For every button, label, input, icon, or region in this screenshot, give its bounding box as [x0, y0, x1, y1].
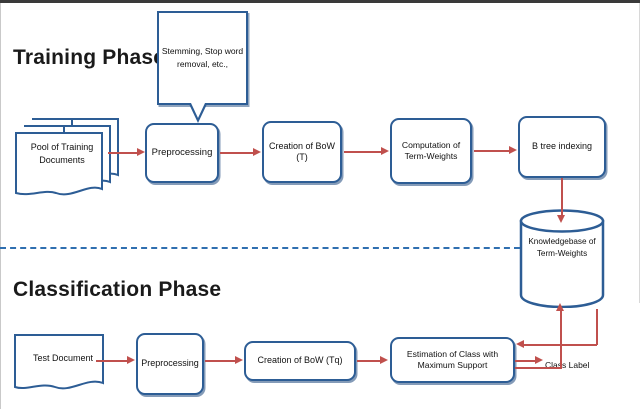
edge-preprocessing-to-bow-arrowhead	[253, 148, 261, 156]
preprocessing-training-box: Preprocessing	[145, 123, 219, 183]
preprocessing-classification-box: Preprocessing	[136, 333, 204, 395]
creation-of-bow-t-label: Creation of BoW (T)	[268, 140, 336, 162]
edge-btree-to-knowledgebase-arrowhead	[557, 215, 565, 223]
edge-knowledgebase-to-estimation-arrowhead	[516, 340, 524, 348]
test-document-label: Test Document	[32, 353, 94, 363]
pool-of-training-documents-label: Pool of Training Documents	[30, 142, 94, 166]
canvas-left-edge	[0, 3, 1, 409]
creation-of-bow-t-box: Creation of BoW (T)	[262, 121, 342, 183]
computation-of-term-weights-box: Computation of Term-Weights	[390, 118, 472, 184]
edge-computation-to-btree-arrowhead	[509, 146, 517, 154]
classification-phase-title: Classification Phase	[13, 278, 222, 301]
edge-preprocessing-to-bow	[220, 152, 254, 154]
estimation-of-class-box: Estimation of Class with Maximum Support	[390, 337, 515, 383]
edge-preprocessing-to-bowtq-arrowhead	[235, 356, 243, 364]
phase-divider	[0, 247, 520, 249]
edge-testdoc-to-preprocessing	[96, 360, 129, 362]
edge-estimation-to-knowledgebase-arrowhead	[556, 303, 564, 311]
test-document-node: Test Document	[13, 333, 113, 395]
edge-pool-to-preprocessing-arrowhead	[137, 148, 145, 156]
edge-bowtq-to-estimation	[357, 360, 381, 362]
edge-knowledgebase-to-estimation-v	[596, 309, 598, 345]
document-stack-icon	[15, 118, 119, 196]
edge-btree-to-knowledgebase	[561, 178, 563, 218]
knowledgebase-of-term-weights-node: Knowledgebase of Term-Weights	[518, 208, 606, 308]
preprocessing-classification-label: Preprocessing	[141, 358, 199, 369]
edge-bowtq-to-estimation-arrowhead	[380, 356, 388, 364]
creation-of-bow-tq-label: Creation of BoW (Tq)	[257, 355, 343, 366]
creation-of-bow-tq-box: Creation of BoW (Tq)	[244, 341, 356, 381]
computation-of-term-weights-label: Computation of Term-Weights	[401, 140, 461, 161]
document-icon	[14, 334, 104, 390]
edge-pool-to-preprocessing	[108, 152, 139, 154]
callout-text: Stemming, Stop word removal, etc.,	[161, 45, 244, 69]
estimation-of-class-label: Estimation of Class with Maximum Support	[406, 349, 499, 370]
edge-preprocessing-to-bowtq	[205, 360, 236, 362]
class-label-output: Class Label	[545, 360, 590, 370]
preprocessing-training-label: Preprocessing	[151, 147, 213, 159]
b-tree-indexing-box: B tree indexing	[518, 116, 606, 178]
b-tree-indexing-label: B tree indexing	[531, 141, 593, 152]
edge-knowledgebase-to-estimation-h	[524, 344, 597, 346]
callout-tail-inner-icon	[191, 103, 205, 118]
edge-estimation-to-classlabel	[515, 360, 538, 362]
callout-box: Stemming, Stop word removal, etc.,	[157, 11, 248, 105]
edge-computation-to-btree	[474, 150, 510, 152]
edge-bow-to-computation-arrowhead	[381, 147, 389, 155]
edge-estimation-to-knowledgebase-h	[515, 367, 562, 369]
edge-estimation-to-knowledgebase-v	[560, 311, 562, 368]
knowledgebase-of-term-weights-label: Knowledgebase of Term-Weights	[528, 237, 596, 259]
training-phase-title: Training Phase	[13, 46, 166, 69]
edge-testdoc-to-preprocessing-arrowhead	[127, 356, 135, 364]
pool-of-training-documents-node: Pool of Training Documents	[8, 113, 126, 201]
edge-bow-to-computation	[344, 151, 382, 153]
edge-estimation-to-classlabel-arrowhead	[535, 356, 543, 364]
